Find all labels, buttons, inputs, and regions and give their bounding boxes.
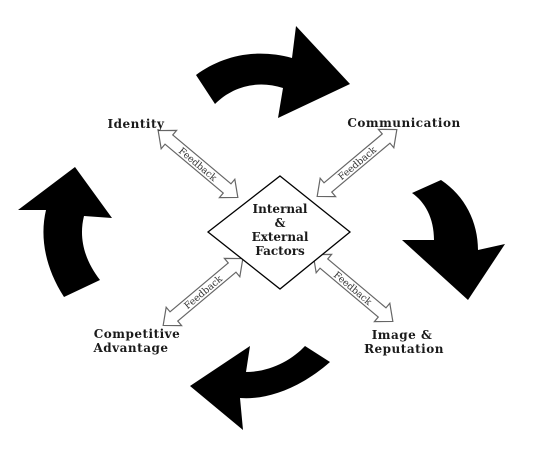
feedback-arrow-bottom-right: Feedback bbox=[312, 253, 394, 323]
cycle-arrow-top bbox=[196, 26, 350, 118]
center-line-4: Factors bbox=[255, 244, 305, 258]
feedback-arrow-bottom-left: Feedback bbox=[162, 257, 244, 327]
node-communication: Communication bbox=[347, 116, 460, 130]
cycle-arrow-left bbox=[18, 167, 112, 297]
node-competitive-line-2: Advantage bbox=[92, 341, 168, 355]
feedback-arrow-top-right: Feedback bbox=[316, 128, 398, 198]
node-identity: Identity bbox=[108, 117, 166, 131]
cycle-arrows bbox=[18, 26, 505, 430]
node-image-line-2: Reputation bbox=[364, 342, 444, 356]
center-diamond bbox=[206, 175, 352, 290]
node-competitive-line-1: Competitive bbox=[94, 327, 181, 341]
feedback-label: Feedback bbox=[182, 274, 225, 312]
cycle-arrow-bottom bbox=[190, 346, 330, 430]
center-line-2: & bbox=[275, 216, 286, 230]
feedback-label: Feedback bbox=[336, 145, 379, 183]
feedback-arrow-top-left: Feedback bbox=[157, 129, 239, 199]
center-line-3: External bbox=[252, 230, 309, 244]
cycle-arrow-right bbox=[402, 180, 505, 300]
feedback-label: Feedback bbox=[176, 146, 219, 184]
node-image-line-1: Image & bbox=[372, 328, 433, 342]
center-line-1: Internal bbox=[253, 202, 308, 216]
feedback-label: Feedback bbox=[331, 270, 374, 308]
